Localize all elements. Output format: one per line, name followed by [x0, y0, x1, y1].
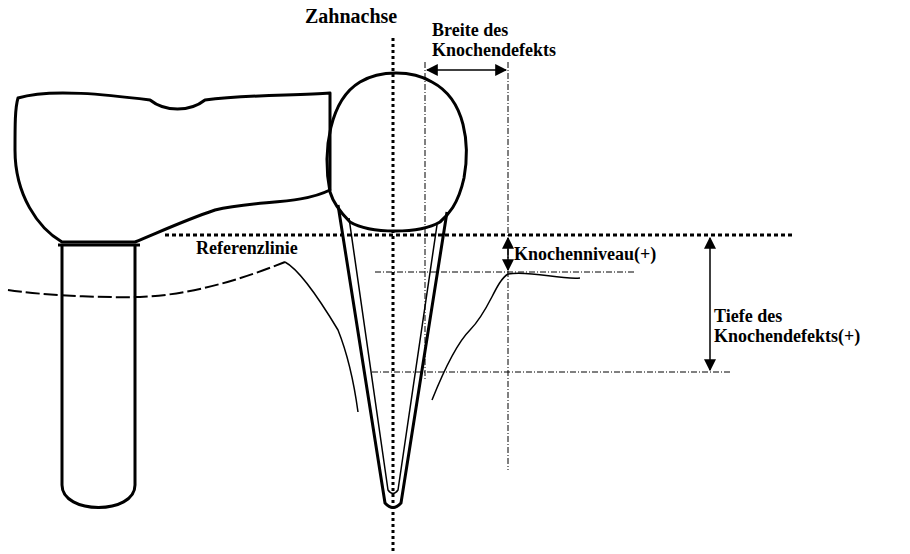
reference-line	[165, 234, 792, 237]
left-root	[62, 245, 135, 508]
helper-line	[508, 62, 509, 470]
level-label: Knochenniveau(+)	[514, 244, 656, 264]
reference-label: Referenzlinie	[196, 238, 298, 258]
bridge-crown	[15, 93, 330, 242]
tooth-axis	[392, 38, 395, 554]
helper-line	[375, 272, 635, 273]
level-arrow	[507, 238, 509, 270]
helper-line	[425, 62, 426, 380]
width-label: Breite des Knochendefekts	[432, 20, 572, 60]
depth-label: Tiefe des Knochendefekts(+)	[714, 306, 884, 346]
axis-label: Zahnachse	[305, 6, 397, 26]
width-arrow	[427, 69, 506, 71]
bone-line-mesial	[285, 262, 358, 412]
tooth-crown	[327, 73, 466, 231]
bone-defect-line	[432, 273, 580, 400]
depth-arrow	[709, 238, 711, 370]
bone-line-left	[8, 262, 285, 297]
helper-line	[372, 372, 730, 373]
